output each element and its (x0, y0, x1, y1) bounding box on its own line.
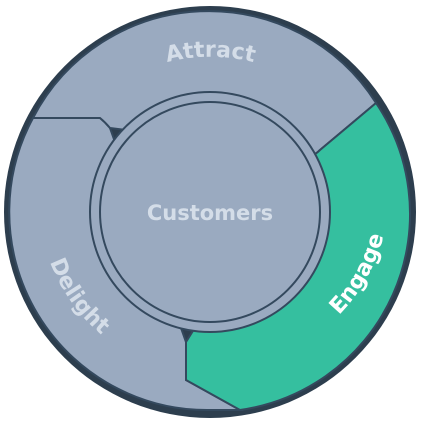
segment-attract[interactable] (31, 10, 378, 157)
center-label: Customers (147, 201, 273, 225)
center-hub[interactable] (99, 101, 321, 323)
